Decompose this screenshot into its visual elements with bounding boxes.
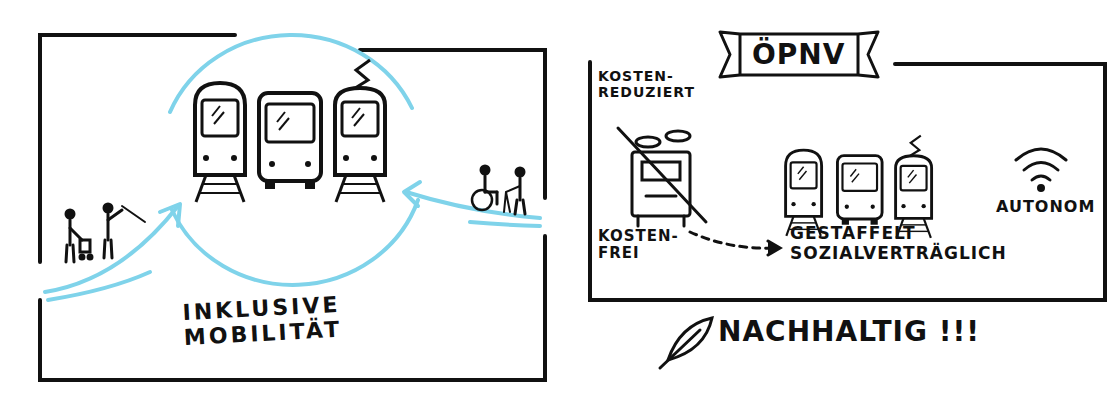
banner: ÖPNV — [718, 32, 879, 77]
people — [66, 204, 145, 262]
note-text: AUTONOM — [996, 198, 1095, 216]
banner-outline — [720, 32, 878, 77]
banner-text: ÖPNV — [752, 38, 845, 71]
people — [472, 166, 525, 214]
note-text: KOSTEN- FREI — [598, 228, 682, 263]
bus-icon — [259, 93, 321, 189]
note-text: GESTAFFELT SOZIALVERTRÄGLICH — [790, 224, 1050, 263]
panel-caption: NACHHALTIG !!! — [718, 316, 980, 348]
banner-fold — [739, 34, 742, 75]
frame — [40, 35, 545, 380]
wifi-icon — [1016, 149, 1066, 191]
dashed-arrow — [690, 232, 780, 255]
cycle-arrows — [45, 35, 540, 300]
tram-icon — [896, 136, 932, 238]
train-icon — [195, 83, 245, 202]
leaf-icon — [660, 318, 712, 368]
panel-title: INKLUSIVE MOBILITÄT — [182, 290, 374, 350]
tram-icon — [335, 60, 385, 202]
banner-fold — [857, 34, 860, 75]
train-icon — [786, 150, 822, 236]
note-text: KOSTEN- REDUZIERT — [598, 68, 706, 100]
bus-icon — [837, 156, 882, 225]
frame — [590, 62, 1105, 300]
ticket-machine — [618, 128, 706, 226]
